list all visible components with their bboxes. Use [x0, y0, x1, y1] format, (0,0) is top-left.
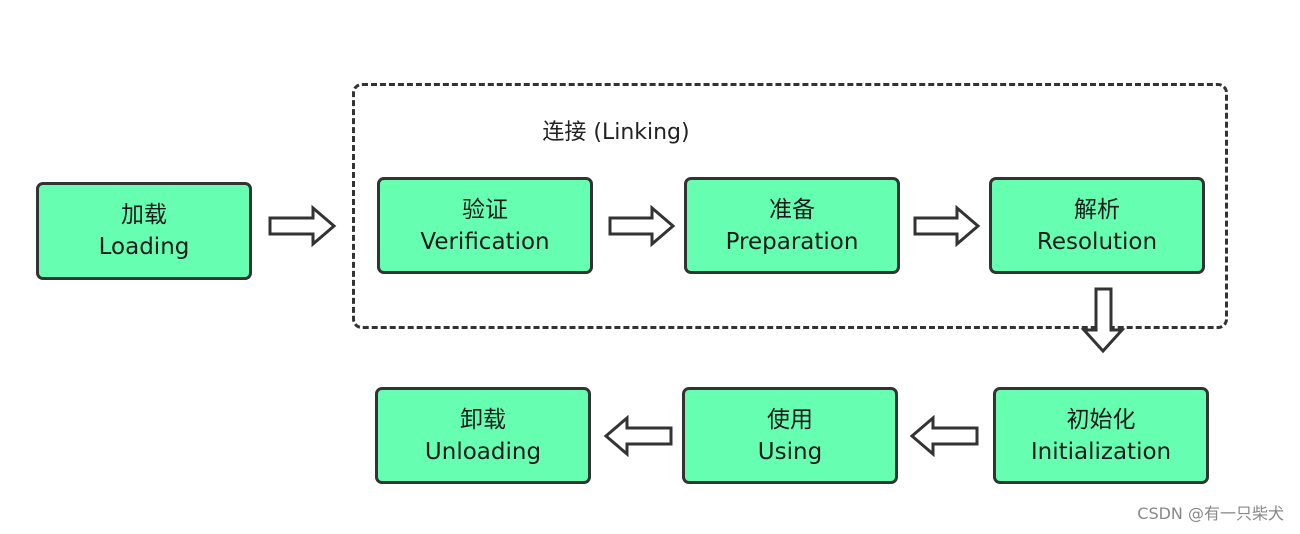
node-unloading-zh: 卸载: [460, 406, 506, 433]
node-using: 使用 Using: [682, 387, 898, 484]
node-unloading-en: Unloading: [424, 438, 542, 465]
node-loading: 加载 Loading: [36, 182, 252, 280]
node-preparation-zh: 准备: [769, 196, 815, 223]
node-verification: 验证 Verification: [377, 177, 593, 274]
node-preparation-en: Preparation: [725, 228, 859, 255]
node-resolution-en: Resolution: [1036, 228, 1158, 255]
node-initialization-zh: 初始化: [1066, 406, 1136, 433]
arrow-using-to-unloading: [603, 414, 673, 458]
node-using-zh: 使用: [767, 406, 813, 433]
node-resolution: 解析 Resolution: [989, 177, 1205, 274]
node-verification-en: Verification: [420, 228, 550, 255]
arrow-verification-to-preparation: [608, 204, 676, 248]
linking-group-title: 连接 (Linking): [542, 120, 690, 145]
node-initialization-en: Initialization: [1030, 438, 1172, 465]
linking-group: [352, 83, 1228, 329]
arrow-preparation-to-resolution: [913, 204, 981, 248]
node-using-en: Using: [757, 438, 823, 465]
node-loading-en: Loading: [98, 234, 190, 260]
watermark: CSDN @有一只柴犬: [1137, 504, 1284, 523]
arrow-resolution-to-initialization: [1080, 287, 1126, 354]
arrow-loading-to-verification: [268, 204, 337, 248]
node-initialization: 初始化 Initialization: [993, 387, 1209, 484]
node-loading-zh: 加载: [121, 202, 167, 228]
node-preparation: 准备 Preparation: [684, 177, 900, 274]
node-resolution-zh: 解析: [1074, 196, 1120, 223]
arrow-initialization-to-using: [909, 414, 979, 458]
node-unloading: 卸载 Unloading: [375, 387, 591, 484]
node-verification-zh: 验证: [462, 196, 508, 223]
